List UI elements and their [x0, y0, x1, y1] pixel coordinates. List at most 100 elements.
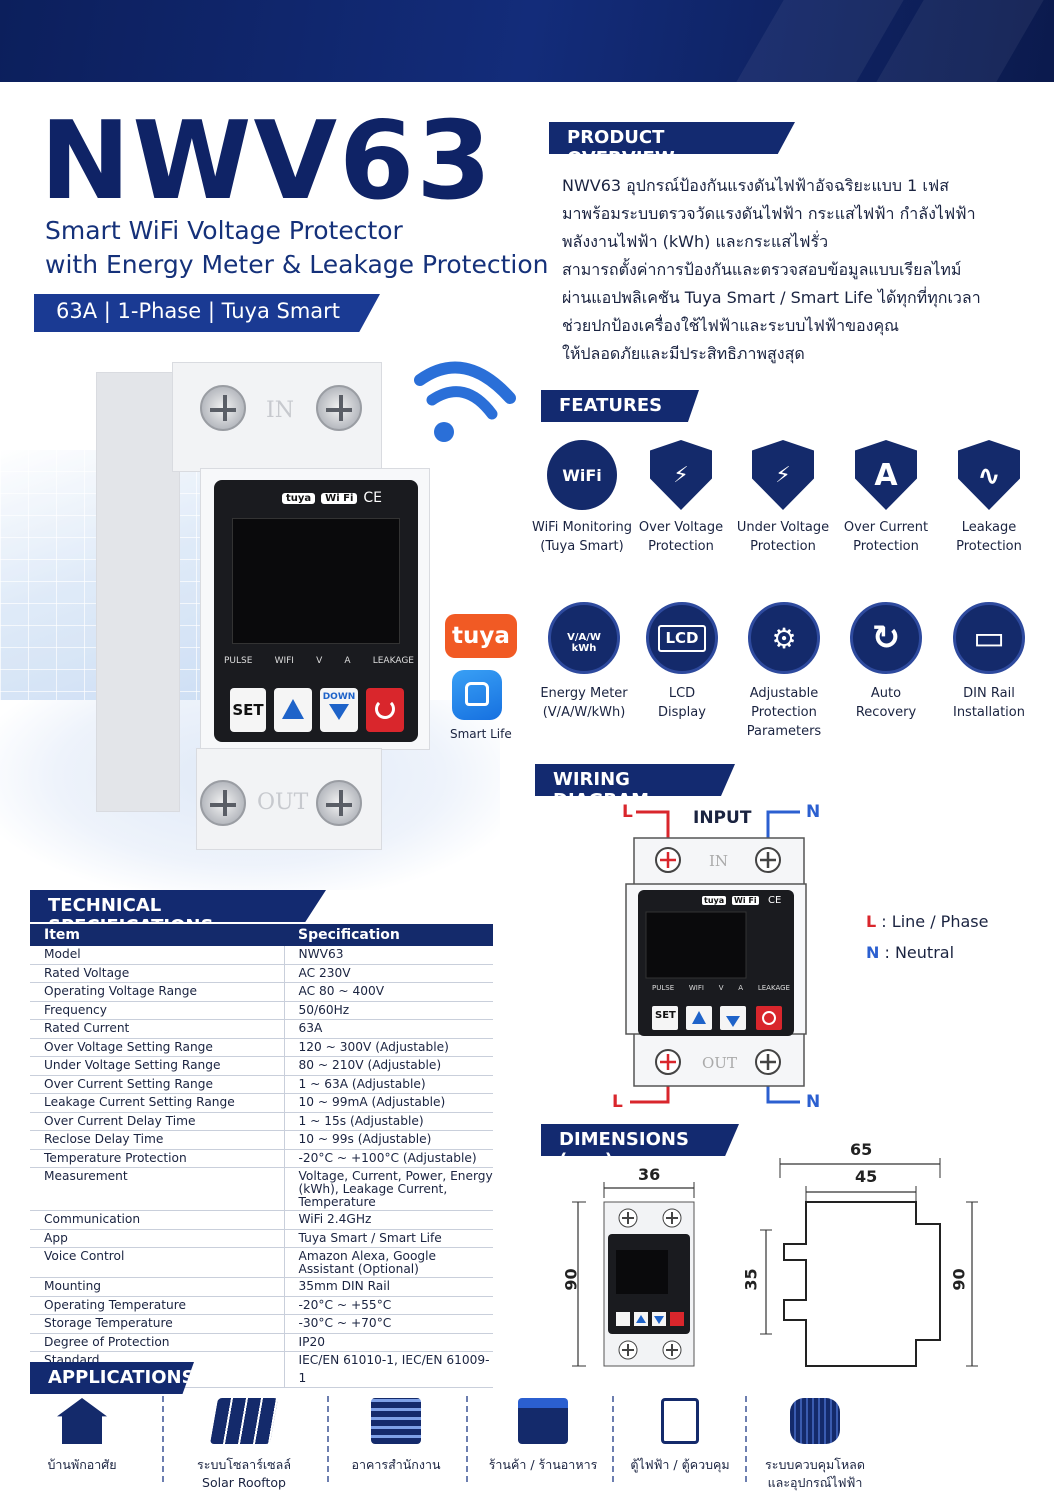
table-row: Storage Temperature-30°C ~ +70°C	[30, 1314, 493, 1334]
dimension-drawing	[572, 1158, 978, 1367]
office-building-icon	[371, 1398, 421, 1444]
screw-icon	[316, 385, 362, 431]
spec-item: Operating Voltage Range	[30, 982, 285, 1002]
wiring-wifi-badge: Wi Fi	[732, 896, 759, 905]
spec-value: IP20	[284, 1333, 493, 1352]
indicator-leakage: LEAKAGE	[372, 656, 414, 666]
spec-value: 1 ~ 15s (Adjustable)	[284, 1112, 493, 1131]
app-label: อาคารสำนักงาน	[351, 1457, 441, 1472]
wiring-diagram	[625, 810, 807, 1104]
feature-label: Display	[658, 705, 706, 720]
app-office: อาคารสำนักงาน	[346, 1398, 446, 1474]
device-in-label: IN	[266, 398, 294, 423]
arrow-down-icon	[329, 704, 349, 720]
spec-item: Measurement	[30, 1167, 285, 1211]
app-load-control: ระบบควบคุมโหลด และอุปกรณ์ไฟฟ้า	[756, 1398, 874, 1492]
spec-value: 120 ~ 300V (Adjustable)	[284, 1038, 493, 1057]
subtitle-line-2: with Energy Meter & Leakage Protection	[45, 250, 549, 279]
indicator-v: V	[316, 656, 323, 666]
indicator-wifi: WIFI	[274, 656, 294, 666]
wifi-signal-icon	[414, 361, 516, 442]
spec-value: Amazon Alexa, Google Assistant (Optional…	[284, 1247, 493, 1278]
spec-value: IEC/EN 61010-1, IEC/EN 61009-1	[284, 1351, 493, 1388]
app-solar: ระบบโซลาร์เซลล์ Solar Rooftop	[182, 1398, 306, 1492]
feature-label: WiFi Monitoring	[532, 520, 632, 535]
spec-value: 80 ~ 210V (Adjustable)	[284, 1056, 493, 1076]
spec-item: Mounting	[30, 1277, 285, 1297]
wifi-badge: Wi Fi	[321, 492, 358, 504]
app-cabinet: ตู้ไฟฟ้า / ตู้ควบคุม	[624, 1398, 736, 1474]
spec-item: Leakage Current Setting Range	[30, 1093, 285, 1113]
wiring-indicator: WIFI	[688, 984, 704, 992]
set-button[interactable]: SET	[230, 688, 266, 732]
app-residential: บ้านพักอาศัย	[30, 1398, 134, 1474]
power-button[interactable]	[366, 688, 404, 732]
feature-label: Adjustable	[749, 686, 819, 701]
adjust-icon: ⚙	[748, 602, 820, 674]
spec-item: Operating Temperature	[30, 1296, 285, 1315]
screw-icon	[200, 385, 246, 431]
overview-line: ให้ปลอดภัยและมีประสิทธิภาพสูงสุด	[562, 344, 805, 363]
wiring-indicator: LEAKAGE	[757, 984, 790, 992]
features-heading: FEATURES	[541, 390, 699, 422]
up-button[interactable]	[274, 688, 312, 732]
wiring-n-top: N	[806, 802, 821, 822]
dim-side-height: 90	[949, 1268, 969, 1291]
gear-glyph: ⚙	[771, 621, 797, 655]
down-button[interactable]: DOWN	[320, 688, 358, 732]
spec-value: -30°C ~ +70°C	[284, 1314, 493, 1334]
app-label: ระบบควบคุมโหลด	[765, 1457, 865, 1472]
wiring-tuya-badge: tuya	[702, 896, 727, 905]
legend-n-text: : Neutral	[884, 943, 955, 962]
overview-line: NWV63 อุปกรณ์ป้องกันแรงดันไฟฟ้าอัจฉริยะแ…	[562, 176, 949, 195]
dim-front-width: 36	[638, 1165, 661, 1184]
feature-label: Installation	[952, 705, 1025, 720]
meter-glyph: V/A/W kWh	[567, 632, 601, 654]
feature-label: Protection	[751, 705, 817, 720]
overview-line: สามารถตั้งค่าการป้องกันและตรวจสอบข้อมูลแ…	[562, 260, 962, 279]
divider	[612, 1396, 614, 1482]
tuya-logo: tuya	[445, 614, 517, 658]
dim-side-width: 65	[850, 1140, 873, 1159]
wifi-glyph: WiFi	[562, 465, 602, 485]
indicator-pulse: PULSE	[224, 656, 253, 666]
spec-item: Model	[30, 946, 285, 965]
app-label: บ้านพักอาศัย	[47, 1457, 117, 1472]
legend-n-key: N	[866, 943, 880, 962]
spec-col-item: Item	[30, 924, 284, 946]
wiring-out-label: OUT	[702, 1054, 737, 1072]
wiring-set-label: SET	[655, 1010, 676, 1021]
device-display-panel: tuya Wi Fi CE PULSE WIFI V A LEAKAGE SET…	[214, 480, 418, 742]
shop-icon	[518, 1398, 568, 1444]
spec-value: 50/60Hz	[284, 1001, 493, 1020]
spec-value: WiFi 2.4GHz	[284, 1210, 493, 1230]
feature-label: Over Voltage	[638, 520, 724, 535]
model-title: NWV63	[40, 99, 494, 224]
feature-lcd-display: LCD LCD Display	[630, 602, 734, 722]
feature-over-voltage: ⚡ Over Voltage Protection	[629, 440, 733, 556]
feature-label: Protection	[750, 539, 816, 554]
under-voltage-icon: ⚡	[752, 440, 814, 510]
feature-label: Over Current	[843, 520, 929, 535]
spec-item: Rated Voltage	[30, 964, 285, 983]
rail-glyph: ▭	[972, 617, 1006, 658]
dim-front-height: 90	[561, 1268, 581, 1291]
app-label: ระบบโซลาร์เซลล์	[197, 1457, 291, 1472]
feature-wifi-monitoring: WiFi WiFi Monitoring (Tuya Smart)	[530, 440, 634, 556]
energy-meter-icon: V/A/W kWh	[548, 602, 620, 674]
spec-value: NWV63	[284, 946, 493, 965]
spec-item: Communication	[30, 1210, 285, 1230]
app-label: ร้านค้า / ร้านอาหาร	[488, 1457, 598, 1472]
divider	[466, 1396, 468, 1482]
wiring-indicators: PULSE WIFI V A LEAKAGE	[652, 984, 790, 992]
feature-under-voltage: ⚡ Under Voltage Protection	[731, 440, 835, 556]
table-row: Temperature Protection-20°C ~ +100°C (Ad…	[30, 1149, 493, 1168]
spec-value: 1 ~ 63A (Adjustable)	[284, 1075, 493, 1094]
dim-side-mid: 35	[741, 1268, 761, 1291]
